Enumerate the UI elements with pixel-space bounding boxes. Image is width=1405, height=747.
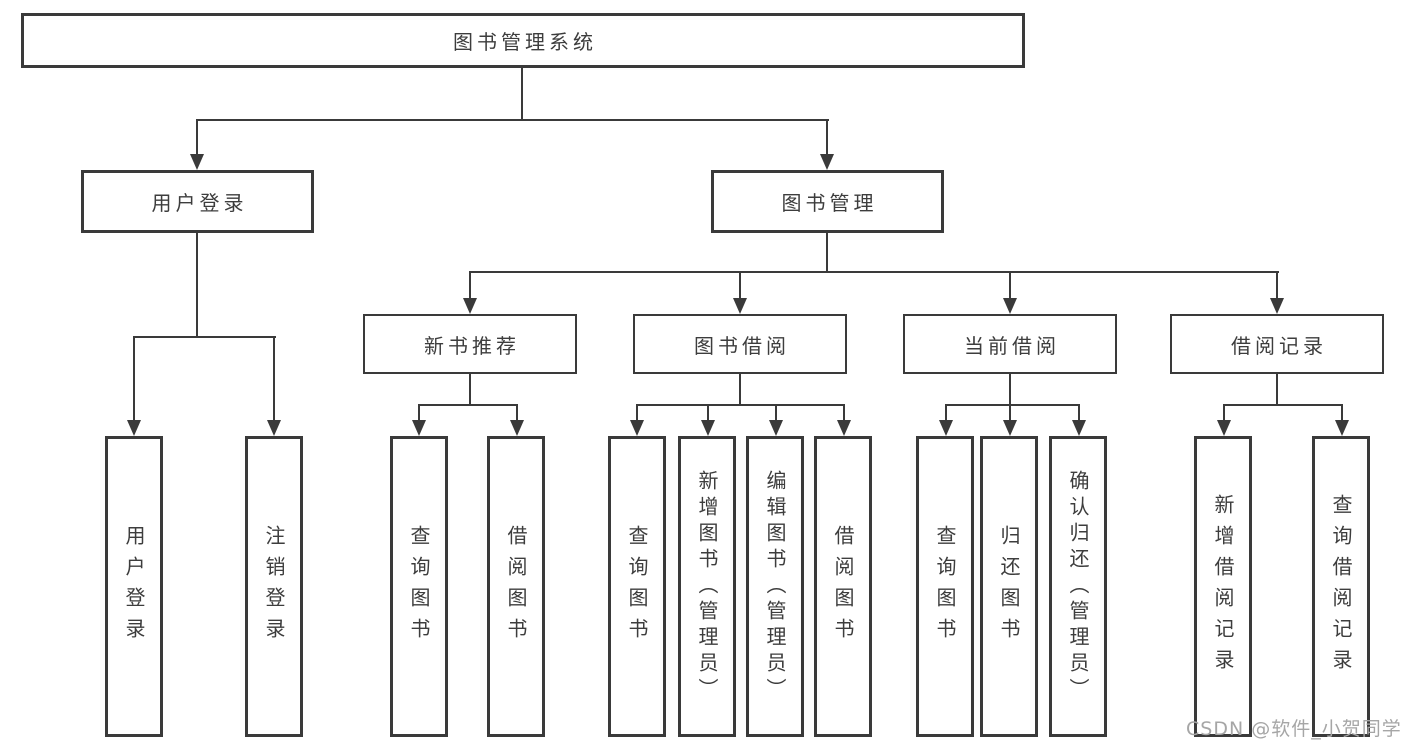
leaf-query-borrow-record: 查询借阅记录 — [1312, 436, 1370, 737]
node-library-management-system: 图书管理系统 — [21, 13, 1025, 68]
csdn-watermark: CSDN @软件_小贺同学 — [1186, 718, 1402, 740]
arrowhead-leaf-logout — [267, 420, 281, 436]
node-label: 用户登录 — [151, 191, 248, 215]
node-current-borrow: 当前借阅 — [903, 314, 1117, 374]
connector-root-stub — [521, 68, 523, 120]
connector-current-borrow-stub — [1009, 374, 1011, 405]
leaf-label: 归还图书 — [997, 524, 1021, 649]
leaf-label: 查询图书 — [933, 524, 957, 649]
arrowhead-confirm-return — [1072, 420, 1086, 436]
leaf-user-login: 用户登录 — [105, 436, 163, 737]
leaf-label: 确认归还（管理员） — [1066, 469, 1090, 704]
connector-drop-query-books-2 — [636, 404, 638, 421]
node-label: 图书管理系统 — [453, 30, 597, 54]
connector-drop-leaf-login — [133, 336, 135, 421]
arrowhead-query-record — [1335, 420, 1349, 436]
arrowhead-leaf-login — [127, 420, 141, 436]
node-label: 借阅记录 — [1231, 333, 1327, 358]
leaf-label: 查询借阅记录 — [1329, 493, 1353, 680]
arrowhead-add-book — [701, 420, 715, 436]
connector-drop-borrow-books-1 — [516, 404, 518, 421]
leaf-return-book: 归还图书 — [980, 436, 1038, 737]
leaf-label: 新增借阅记录 — [1211, 493, 1235, 680]
node-new-book-recommend: 新书推荐 — [363, 314, 577, 374]
connector-current-borrow-bus — [945, 404, 1080, 406]
node-borrow-record: 借阅记录 — [1170, 314, 1384, 374]
connector-drop-leaf-logout — [273, 336, 275, 421]
connector-borrow-record-bus — [1223, 404, 1342, 406]
arrowhead-borrow-books-1 — [510, 420, 524, 436]
connector-drop-borrow-record — [1276, 271, 1278, 300]
leaf-label: 编辑图书（管理员） — [763, 469, 787, 704]
connector-user-login-stub — [196, 233, 198, 337]
connector-book-borrow-stub — [739, 374, 741, 405]
node-label: 当前借阅 — [964, 333, 1060, 358]
leaf-label: 注销登录 — [262, 524, 286, 649]
leaf-label: 查询图书 — [407, 524, 431, 649]
leaf-label: 用户登录 — [122, 524, 146, 649]
connector-drop-query-books-1 — [418, 404, 420, 421]
arrowhead-borrow-record — [1270, 298, 1284, 314]
leaf-query-books-current: 查询图书 — [916, 436, 974, 737]
connector-drop-book-management — [826, 119, 828, 156]
connector-drop-query-record — [1341, 404, 1343, 421]
connector-drop-return-book — [1009, 404, 1011, 421]
arrowhead-book-borrow — [733, 298, 747, 314]
leaf-query-books-borrow: 查询图书 — [608, 436, 666, 737]
node-book-borrow: 图书借阅 — [633, 314, 847, 374]
connector-drop-book-borrow — [739, 271, 741, 300]
arrowhead-user-login — [190, 154, 204, 170]
arrowhead-new-book — [463, 298, 477, 314]
leaf-borrow-books-recommend: 借阅图书 — [487, 436, 545, 737]
leaf-label: 新增图书（管理员） — [695, 469, 719, 704]
connector-drop-new-book — [469, 271, 471, 300]
connector-level3-bus — [469, 271, 1279, 273]
arrowhead-book-management — [820, 154, 834, 170]
arrowhead-return-book — [1003, 420, 1017, 436]
connector-book-management-stub — [826, 233, 828, 272]
leaf-confirm-return-admin: 确认归还（管理员） — [1049, 436, 1107, 737]
leaf-label: 借阅图书 — [831, 524, 855, 649]
arrowhead-borrow-books-2 — [837, 420, 851, 436]
leaf-label: 借阅图书 — [504, 524, 528, 649]
arrowhead-query-books-2 — [630, 420, 644, 436]
arrowhead-add-record — [1217, 420, 1231, 436]
node-user-login: 用户登录 — [81, 170, 314, 233]
arrowhead-query-books-3 — [939, 420, 953, 436]
node-label: 新书推荐 — [424, 333, 520, 358]
connector-user-login-bus — [133, 336, 276, 338]
connector-new-book-bus — [418, 404, 518, 406]
leaf-borrow-books-borrow: 借阅图书 — [814, 436, 872, 737]
leaf-add-borrow-record: 新增借阅记录 — [1194, 436, 1252, 737]
connector-drop-add-book — [707, 404, 709, 421]
connector-drop-current-borrow — [1009, 271, 1011, 300]
leaf-query-books-recommend: 查询图书 — [390, 436, 448, 737]
connector-new-book-stub — [469, 374, 471, 405]
leaf-label: 查询图书 — [625, 524, 649, 649]
node-book-management: 图书管理 — [711, 170, 944, 233]
connector-drop-borrow-books-2 — [843, 404, 845, 421]
connector-drop-add-record — [1223, 404, 1225, 421]
connector-book-borrow-bus — [636, 404, 845, 406]
arrowhead-query-books-1 — [412, 420, 426, 436]
node-label: 图书借阅 — [694, 333, 790, 358]
connector-borrow-record-stub — [1276, 374, 1278, 405]
connector-drop-query-books-3 — [945, 404, 947, 421]
leaf-edit-book-admin: 编辑图书（管理员） — [746, 436, 804, 737]
connector-drop-confirm-return — [1078, 404, 1080, 421]
connector-level2-bus — [196, 119, 829, 121]
leaf-logout: 注销登录 — [245, 436, 303, 737]
leaf-add-book-admin: 新增图书（管理员） — [678, 436, 736, 737]
node-label: 图书管理 — [781, 191, 878, 215]
arrowhead-edit-book — [769, 420, 783, 436]
arrowhead-current-borrow — [1003, 298, 1017, 314]
connector-drop-edit-book — [775, 404, 777, 421]
connector-drop-user-login — [196, 119, 198, 156]
